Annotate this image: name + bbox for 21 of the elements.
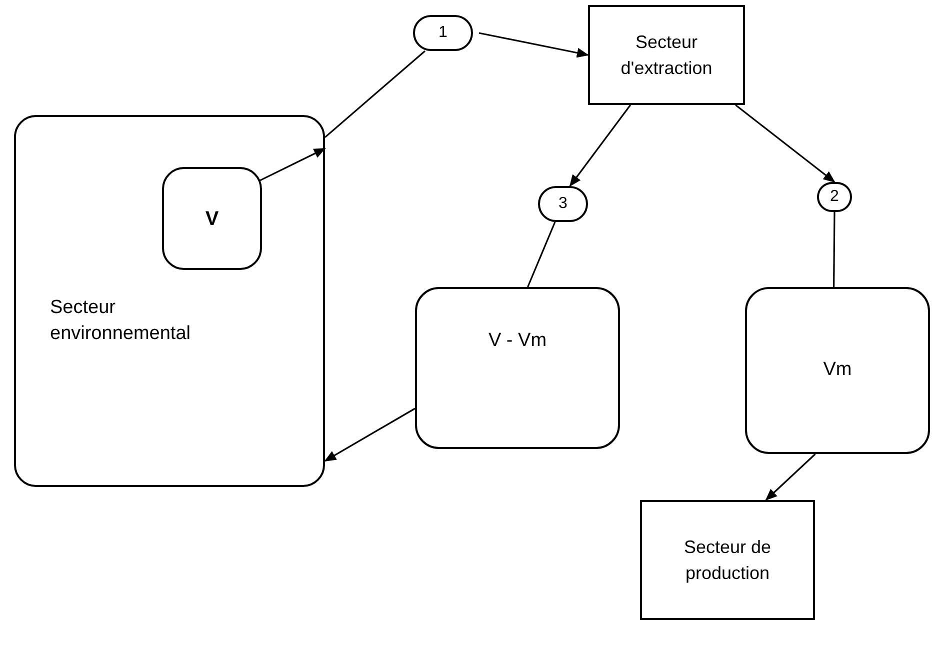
sector-box <box>640 500 815 620</box>
arrow <box>569 104 632 187</box>
node-label: V <box>205 206 219 232</box>
quantity-box <box>415 287 620 449</box>
sector-box <box>14 115 325 487</box>
node-label: Vm <box>823 358 852 382</box>
sector-box <box>588 5 745 105</box>
arrow <box>324 408 416 462</box>
node-label: Secteur d'extraction <box>620 31 714 80</box>
node-label: 2 <box>830 187 839 207</box>
arrow <box>478 32 589 58</box>
node-label: 1 <box>438 23 448 43</box>
node-label: Secteur de production <box>682 536 772 585</box>
node-label: V - Vm <box>488 329 547 353</box>
arrow <box>260 148 326 182</box>
node-label: Secteur environnemental <box>50 296 192 346</box>
arrow <box>765 453 816 501</box>
quantity-box <box>745 287 930 454</box>
arrow <box>735 104 836 183</box>
variable-box <box>162 167 262 270</box>
node-label: 3 <box>558 194 568 214</box>
